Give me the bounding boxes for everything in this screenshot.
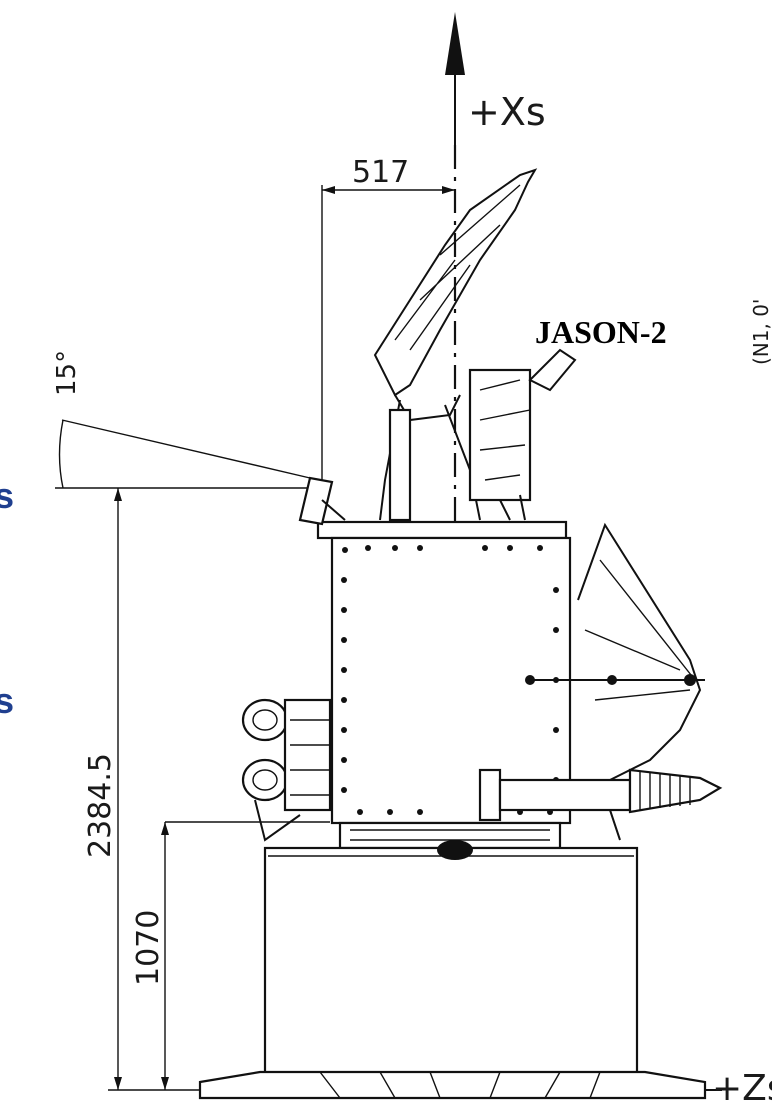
dim-lower-height-label: 1070 [131,910,166,986]
diagram-title: JASON-2 [535,314,667,350]
left-thrusters [241,698,332,842]
z-axis-label: +Zs [712,1068,772,1109]
right-lower-appendage [478,768,723,841]
dim-total-height-label: 2384.5 [83,753,118,858]
antenna-boom [373,168,577,522]
dim-517-label: 517 [352,155,409,190]
right-appendage [525,522,705,781]
x-axis-arrowhead [445,12,465,75]
tilted-antenna [298,476,346,526]
dim-angle [55,419,315,489]
dim-lower-height [161,821,330,1090]
left-edge-fragment-1: s [0,475,14,516]
dim-517 [321,185,455,490]
left-edge-fragment-2: s [0,680,14,721]
launch-adapter [198,1070,722,1100]
dim-angle-label: 15° [52,350,82,396]
right-edge-fragment: (N1, 0' [749,299,772,365]
service-module [263,840,639,1082]
x-axis-label: +Xs [468,90,546,134]
